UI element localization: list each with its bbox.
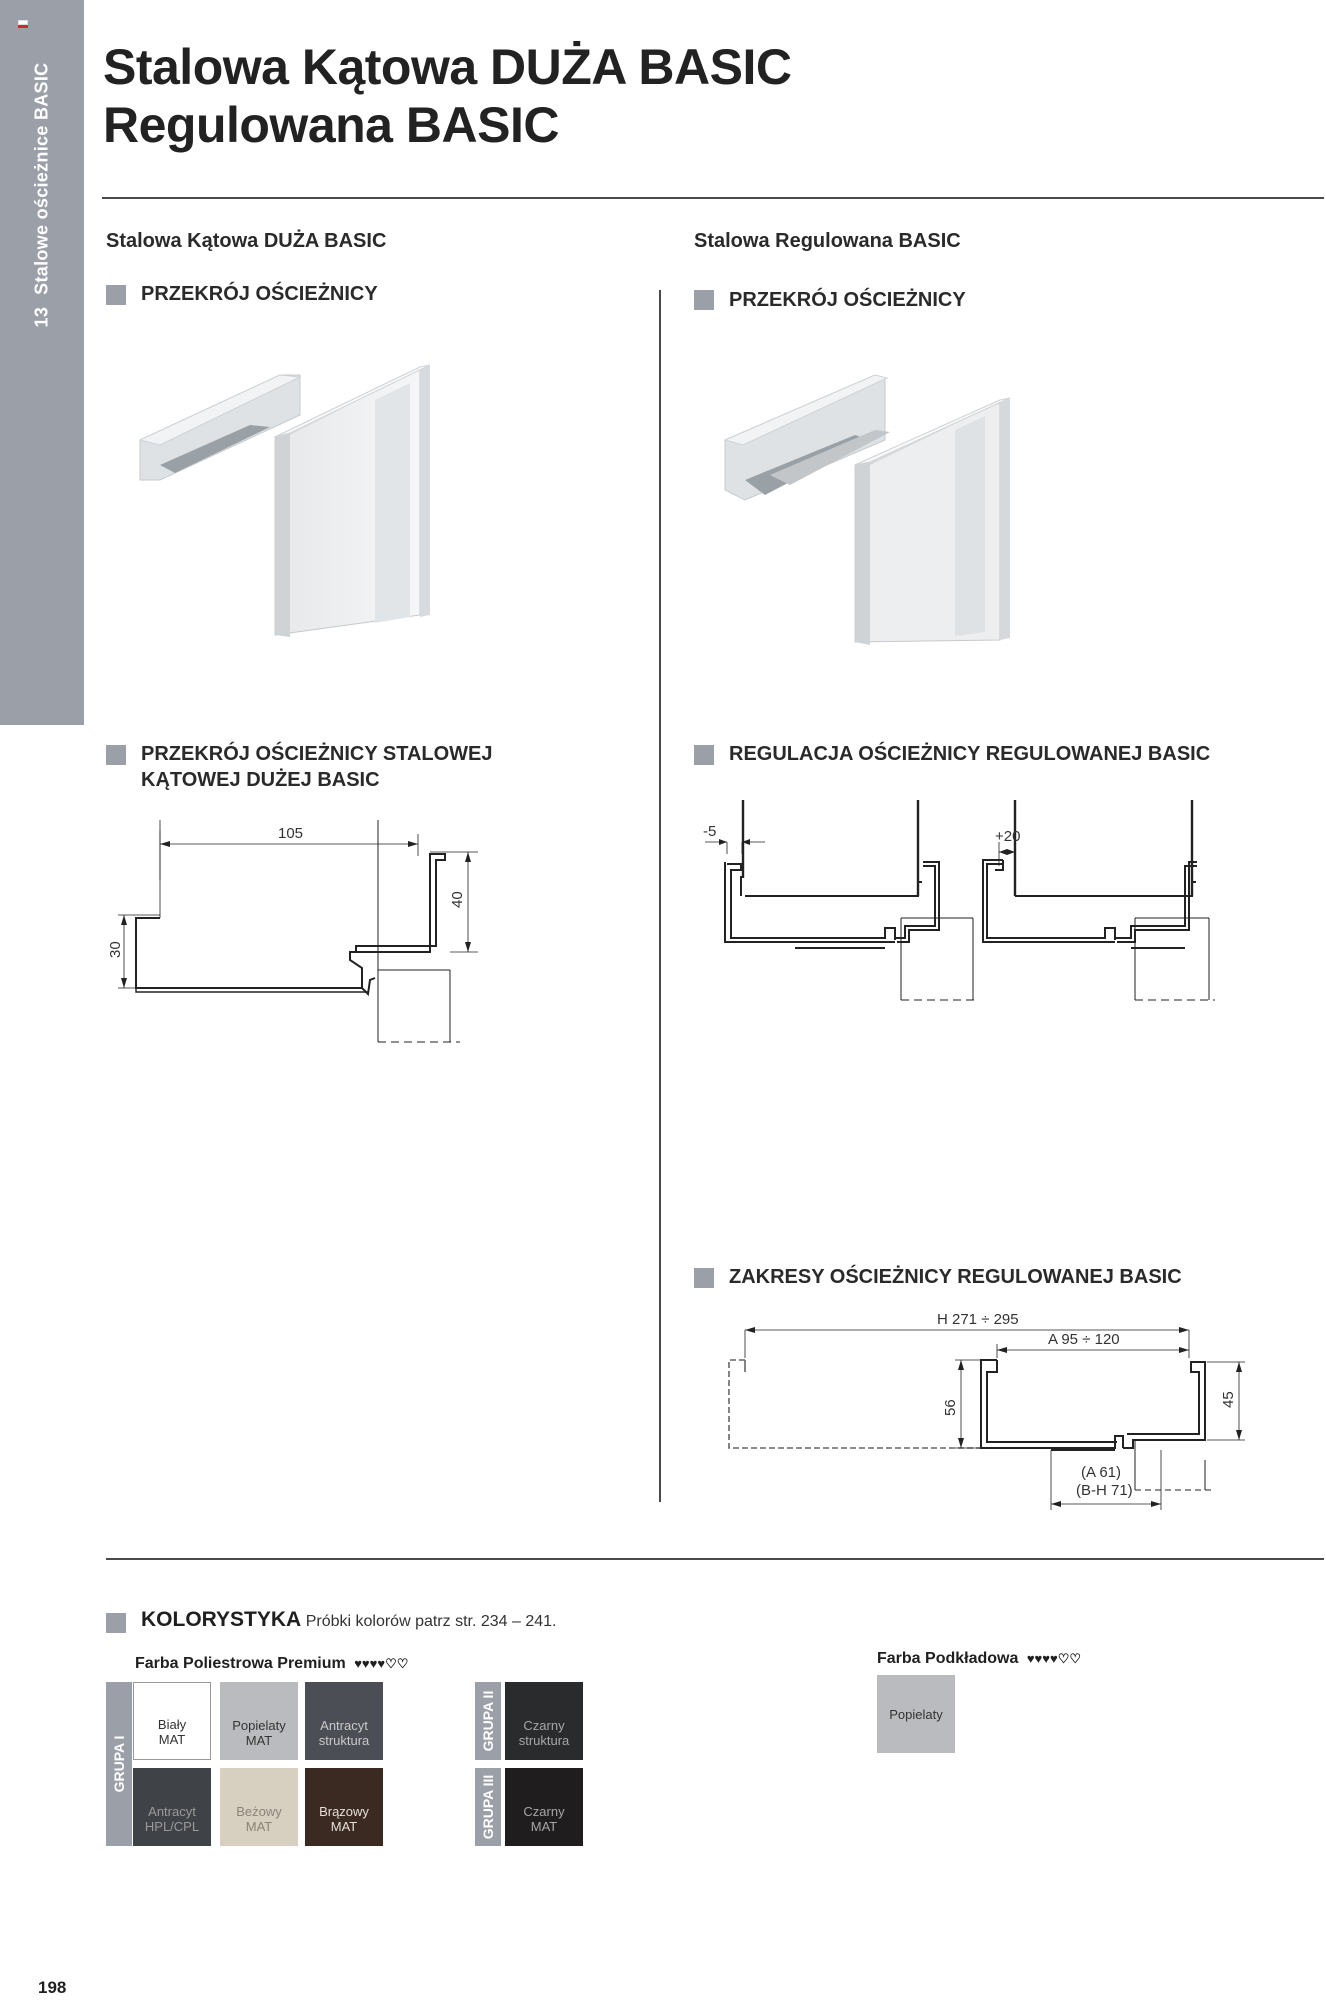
swatch-finish: HPL/CPL [144, 1819, 200, 1834]
profile-drawing-left: 105 30 40 [107, 820, 478, 1043]
sidebar [0, 0, 84, 725]
adjustment-drawing: -5 +20 [703, 800, 1215, 1001]
group-3-label: GRUPA III [480, 1774, 496, 1840]
title-divider [102, 197, 1324, 199]
right-section-cross: PRZEKRÓJ OŚCIEŻNICY [729, 289, 966, 311]
left-section-profile-line2: KĄTOWEJ DUŻEJ BASIC [141, 769, 380, 791]
sidebar-label: 13 Stalowe ościeżnice BASIC [0, 0, 84, 725]
right-section-ranges: ZAKRESY OŚCIEŻNICY REGULOWANEJ BASIC [729, 1266, 1182, 1288]
group-2-label: GRUPA II [480, 1690, 496, 1752]
dim-left-label: 30 [107, 941, 124, 958]
polyester-title-row: Farba Poliestrowa Premium ♥♥♥♥♡♡ [135, 1655, 408, 1673]
flag-icon [18, 20, 28, 28]
polyester-title: Farba Poliestrowa Premium [135, 1655, 346, 1672]
swatch-finish: MAT [245, 1733, 273, 1748]
right-section-adjustment: REGULACJA OŚCIEŻNICY REGULOWANEJ BASIC [729, 743, 1211, 765]
swatch-name: Popielaty [232, 1718, 286, 1733]
frame-render-right [723, 374, 1011, 645]
chapter-title: Stalowe ościeżnice BASIC [31, 62, 52, 295]
swatch-finish: MAT [245, 1819, 273, 1834]
group-1-label: GRUPA I [111, 1735, 127, 1793]
left-section-profile-line1: PRZEKRÓJ OŚCIEŻNICY STALOWEJ [141, 743, 493, 765]
left-section-cross: PRZEKRÓJ OŚCIEŻNICY [141, 283, 378, 305]
colors-note: Próbki kolorów patrz str. 234 – 241. [305, 1613, 557, 1630]
range-a61-label: (A 61) [1081, 1464, 1121, 1481]
group-3-bar: GRUPA III [475, 1768, 501, 1846]
section-marker [106, 745, 126, 765]
page-number: 198 [38, 1978, 67, 1997]
section-marker [106, 1613, 126, 1633]
rating-hearts-icon: ♥♥♥♥♡♡ [1026, 1651, 1082, 1666]
range-h-label: H 271 ÷ 295 [937, 1311, 1019, 1328]
left-product-name: Stalowa Kątowa DUŻA BASIC [106, 230, 387, 252]
primer-title: Farba Podkładowa [877, 1650, 1019, 1667]
swatch-name: Czarny [523, 1718, 565, 1733]
swatch-finish: MAT [330, 1819, 358, 1834]
section-marker [694, 745, 714, 765]
primer-swatch: Popielaty [877, 1675, 955, 1753]
swatch-name: Antracyt [320, 1718, 368, 1733]
chapter-number: 13 [31, 306, 52, 328]
swatch-name: Brązowy [319, 1804, 369, 1819]
column-divider [659, 290, 661, 1502]
range-bh71-label: (B-H 71) [1076, 1482, 1133, 1499]
swatch-name: Czarny [523, 1804, 565, 1819]
range-depth-left: 56 [942, 1399, 959, 1416]
range-a-label: A 95 ÷ 120 [1048, 1331, 1120, 1348]
frame-render-left [138, 364, 430, 637]
swatch-name: Biały [157, 1717, 187, 1732]
colors-divider [106, 1558, 1324, 1560]
swatch-finish: MAT [158, 1732, 186, 1747]
section-marker [694, 290, 714, 310]
dim-height-label: 40 [449, 891, 466, 908]
group-2-bar: GRUPA II [475, 1682, 501, 1760]
section-marker [694, 1268, 714, 1288]
primer-title-row: Farba Podkładowa ♥♥♥♥♡♡ [877, 1650, 1081, 1668]
group-1-bar: GRUPA I [106, 1682, 132, 1846]
section-marker [106, 285, 126, 305]
right-product-name: Stalowa Regulowana BASIC [694, 230, 961, 252]
ranges-drawing: H 271 ÷ 295 A 95 ÷ 120 56 45 (A 61) (B-H… [728, 1311, 1245, 1510]
swatch-name: Antracyt [148, 1804, 196, 1819]
primer-swatch-name: Popielaty [889, 1706, 943, 1722]
page-title: Stalowa Kątowa DUŻA BASIC Regulowana BAS… [103, 38, 792, 154]
dim-width-label: 105 [278, 825, 303, 842]
colors-heading: KOLORYSTYKA [141, 1608, 302, 1631]
swatch-finish: struktura [518, 1733, 570, 1748]
swatch-finish: struktura [318, 1733, 370, 1748]
rating-hearts-icon: ♥♥♥♥♡♡ [354, 1656, 409, 1671]
colors-heading-row: KOLORYSTYKA Próbki kolorów patrz str. 23… [141, 1608, 556, 1632]
left-section-profile: PRZEKRÓJ OŚCIEŻNICY STALOWEJ KĄTOWEJ DUŻ… [141, 741, 493, 793]
page-title-line1: Stalowa Kątowa DUŻA BASIC [103, 39, 792, 95]
adjust-min-label: -5 [703, 823, 716, 840]
adjust-max-label: +20 [995, 828, 1020, 845]
swatch-name: Beżowy [236, 1804, 282, 1819]
swatch-finish: MAT [530, 1819, 558, 1834]
range-depth-right: 45 [1220, 1391, 1237, 1408]
page-title-line2: Regulowana BASIC [103, 97, 559, 153]
